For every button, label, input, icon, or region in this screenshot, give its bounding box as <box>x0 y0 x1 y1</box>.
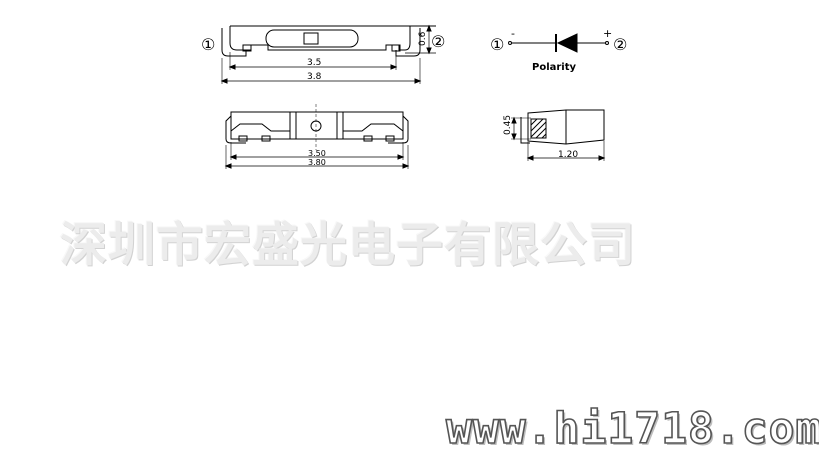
polarity-pin-left: ① <box>490 35 504 54</box>
top-height-dim: 0.6 <box>418 31 428 46</box>
front-view <box>224 104 410 169</box>
top-view <box>220 24 436 84</box>
site-watermark: www.hi1718.com <box>445 403 819 455</box>
polarity-plus: + <box>603 27 612 40</box>
side-width-dim: 1.20 <box>558 150 578 160</box>
front-outer-width-dim: 3.80 <box>308 158 326 167</box>
front-inner-width-dim: 3.50 <box>308 149 326 158</box>
top-outer-width-dim: 3.8 <box>307 72 322 82</box>
side-height-dim: 0.45 <box>503 115 513 135</box>
diode-icon <box>556 33 578 53</box>
top-pin-left: ① <box>201 35 215 54</box>
top-pin-right: ② <box>431 32 445 51</box>
company-watermark: 深圳市宏盛光电子有限公司 <box>60 218 636 273</box>
polarity-pin-right: ② <box>613 35 627 54</box>
polarity-minus: - <box>511 27 515 40</box>
top-inner-width-dim: 3.5 <box>307 58 321 68</box>
polarity-label: Polarity <box>532 62 577 73</box>
polarity-symbol <box>508 33 609 53</box>
side-view <box>511 109 606 161</box>
